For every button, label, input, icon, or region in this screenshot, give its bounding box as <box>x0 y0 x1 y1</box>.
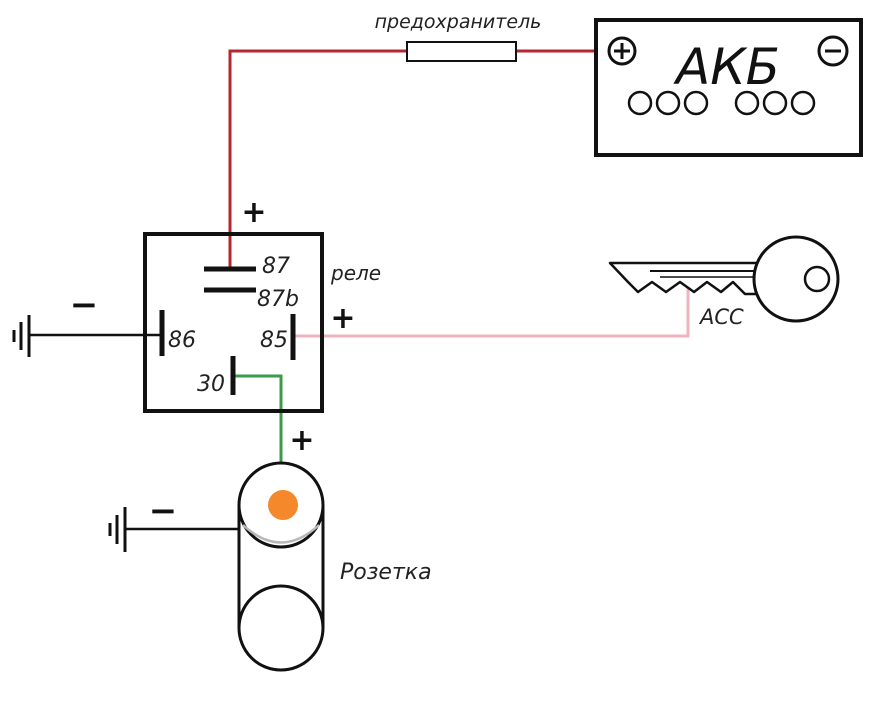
relay-label: реле <box>330 261 381 285</box>
relay-86-minus-sign: − <box>70 285 99 325</box>
ground-icon <box>12 315 31 357</box>
battery-cell-icon <box>790 90 816 116</box>
battery-cells <box>627 90 816 116</box>
socket-plus-sign: + <box>289 423 314 458</box>
socket-inner-arc <box>242 524 320 544</box>
fuse-label: предохранитель <box>375 11 542 33</box>
socket <box>237 461 325 672</box>
socket-minus-sign: − <box>149 491 178 531</box>
battery-cell-icon <box>683 90 709 116</box>
key-head <box>752 235 840 323</box>
fuse <box>406 41 517 62</box>
ignition-key-icon <box>608 235 840 323</box>
acc-wire <box>293 284 690 338</box>
battery-cell-icon <box>627 90 653 116</box>
ground-icon <box>108 507 127 552</box>
key-blade <box>608 261 762 296</box>
power-wire <box>228 49 407 268</box>
socket-contact <box>268 490 298 520</box>
battery <box>594 18 863 157</box>
pin-86-label: 86 <box>168 328 196 353</box>
socket-bottom-face <box>237 584 325 672</box>
key-label: ACC <box>698 305 744 329</box>
pin-30-label: 30 <box>197 372 225 397</box>
relay <box>143 232 324 413</box>
output-wire <box>233 374 283 502</box>
battery-label: АКБ <box>673 38 780 96</box>
key-hole <box>803 265 831 293</box>
pin-87-label: 87 <box>262 254 290 279</box>
battery-cell-icon <box>655 90 681 116</box>
pin-85-label: 85 <box>260 328 288 353</box>
pin-87b-label: 87b <box>257 287 299 312</box>
relay-top-plus-sign: + <box>241 195 266 230</box>
battery-cell-icon <box>734 90 760 116</box>
relay-85-plus-sign: + <box>330 301 355 336</box>
battery-cell-icon <box>762 90 788 116</box>
socket-label: Розетка <box>340 560 432 585</box>
